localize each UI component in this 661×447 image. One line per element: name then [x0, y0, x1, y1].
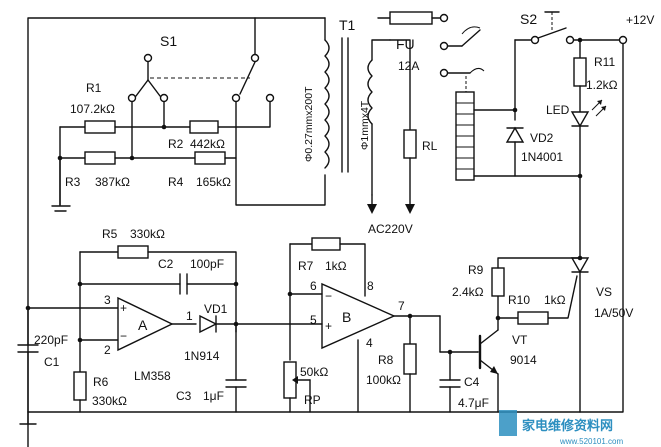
label-pin6: 6 [310, 279, 317, 293]
label-r9: R9 [468, 263, 484, 277]
label-r2-val: 442kΩ [190, 137, 225, 151]
label-r6-val: 330kΩ [92, 394, 127, 408]
label-r6: R6 [93, 375, 109, 389]
label-r11-val: 1.2kΩ [586, 78, 618, 92]
label-r11: R11 [594, 55, 615, 69]
resistor-r6 [73, 339, 87, 413]
label-r8-val: 100kΩ [366, 373, 401, 387]
label-vt: VT [512, 333, 528, 347]
diode-vd2 [505, 39, 525, 177]
label-minus-a: − [120, 329, 127, 343]
label-r4-val: 165kΩ [196, 175, 231, 189]
label-vplus: +12V [626, 13, 654, 27]
resistor-network [51, 101, 326, 212]
label-s2: S2 [520, 11, 537, 27]
fuse-fu [377, 11, 485, 78]
label-r10: R10 [508, 293, 530, 307]
label-r10-val: 1kΩ [544, 293, 566, 307]
label-pin7: 7 [398, 299, 405, 313]
label-plus-a: + [120, 301, 127, 315]
label-fu: FU [396, 36, 415, 52]
label-vd1: VD1 [204, 302, 228, 316]
watermark-text: 家电维修资料网 [522, 418, 613, 433]
label-s1: S1 [160, 33, 177, 49]
feedback-r5-c2 [77, 245, 239, 341]
label-opamp-a: A [138, 317, 148, 333]
transformer-t1 [324, 17, 391, 214]
watermark-url: www.520101.com [559, 437, 623, 446]
label-vd2-type: 1N4001 [521, 150, 563, 164]
label-t1: T1 [339, 17, 356, 33]
label-c4: C4 [464, 375, 480, 389]
label-c3-val: 1μF [203, 389, 224, 403]
label-vs-val: 1A/50V [594, 306, 633, 320]
label-c2: C2 [158, 257, 174, 271]
label-plus-b: + [325, 319, 332, 333]
resistor-r8 [403, 315, 417, 413]
label-led: LED [546, 103, 570, 117]
label-r7-val: 1kΩ [325, 259, 347, 273]
switch-s1 [27, 17, 326, 447]
resistor-r11-led [570, 39, 607, 259]
label-r5-val: 330kΩ [130, 227, 165, 241]
label-c4-val: 4.7μF [458, 396, 489, 410]
label-fu-rating: 12A [398, 59, 419, 73]
label-pin5: 5 [310, 313, 317, 327]
label-vd2: VD2 [530, 131, 554, 145]
switch-s2 [514, 11, 628, 45]
label-secondary-winding: Φ1mmx4T [359, 100, 371, 150]
label-vt-type: 9014 [510, 353, 537, 367]
label-pin4: 4 [366, 336, 373, 350]
load-rl [389, 39, 417, 214]
capacitor-c3 [225, 323, 247, 413]
label-c1-val: 220pF [34, 333, 68, 347]
potentiometer-rp [283, 361, 311, 413]
label-r1: R1 [86, 81, 102, 95]
transistor-vt [477, 315, 501, 413]
label-rp: RP [304, 393, 321, 407]
opamp-b [287, 237, 441, 413]
label-rp-val: 50kΩ [300, 365, 328, 379]
label-r1-val: 107.2kΩ [70, 102, 115, 116]
label-vd1-type: 1N914 [184, 349, 220, 363]
label-c2-val: 100pF [190, 257, 224, 271]
watermark: 家电维修资料网 www.520101.com [499, 410, 623, 446]
label-pin1: 1 [186, 309, 193, 323]
label-r8: R8 [378, 353, 394, 367]
diode-vd1 [199, 314, 291, 334]
label-pin8: 8 [367, 279, 374, 293]
capacitor-c4 [439, 315, 479, 413]
label-r4: R4 [168, 175, 184, 189]
label-minus-b: − [325, 289, 332, 303]
label-r2: R2 [168, 137, 184, 151]
capacitor-c1 [17, 305, 39, 413]
label-opamp-b: B [342, 309, 351, 325]
label-r9-val: 2.4kΩ [452, 285, 484, 299]
label-rl: RL [422, 139, 438, 153]
label-r3: R3 [65, 175, 81, 189]
label-r3-val: 387kΩ [95, 175, 130, 189]
label-pin2: 2 [104, 343, 111, 357]
label-c3: C3 [176, 389, 192, 403]
label-lm358: LM358 [134, 369, 171, 383]
thyristor-vs [547, 257, 590, 413]
relay-coil [455, 76, 581, 181]
label-ac: AC220V [368, 222, 413, 236]
label-r7: R7 [298, 259, 314, 273]
label-c1: C1 [44, 355, 60, 369]
label-pin3: 3 [104, 293, 111, 307]
resistor-r9-r10 [491, 255, 583, 325]
label-vs: VS [596, 285, 612, 299]
label-primary-winding: Φ0.27mmx200T [303, 86, 315, 162]
label-r5: R5 [102, 227, 118, 241]
opamp-a [117, 296, 197, 352]
